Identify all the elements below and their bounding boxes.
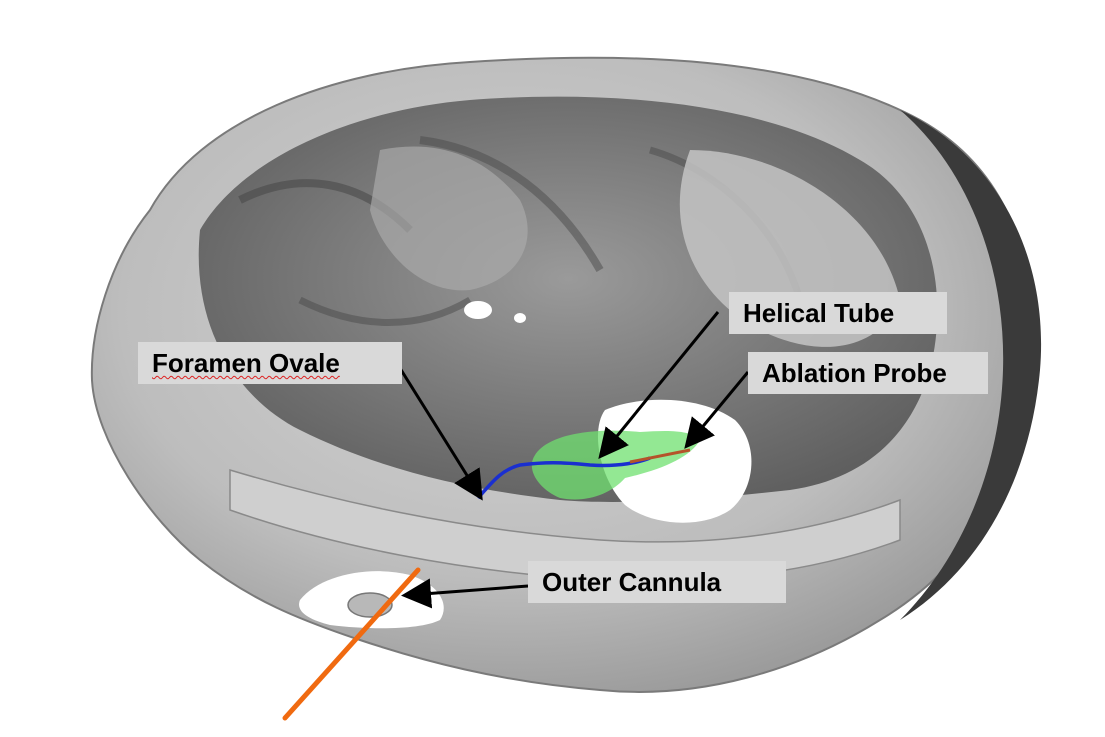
arrow-foramen-ovale	[396, 364, 483, 501]
arrow-ablation-probe	[684, 371, 750, 449]
small-foramen	[514, 313, 526, 323]
foramen-ovale-label: Foramen Ovale	[138, 342, 402, 384]
cranial-ridge	[298, 296, 472, 326]
outer-cannula-needle	[282, 567, 421, 721]
cranial-ridge	[419, 136, 604, 272]
arrow-outer-cannula	[401, 578, 529, 609]
foramen-hole	[464, 301, 492, 319]
skull-right-rim	[900, 110, 1042, 620]
cranial-fossa-light	[370, 146, 528, 291]
sphenoid-ridge	[229, 468, 901, 582]
ablation-probe-path	[629, 448, 691, 464]
arrow-helical-tube	[598, 311, 720, 459]
helical-tube-path	[476, 456, 651, 500]
ablation-probe-label: Ablation Probe	[748, 352, 988, 394]
helical-tube-label: Helical Tube	[729, 292, 947, 334]
outer-cannula-label: Outer Cannula	[528, 561, 786, 603]
foramen-ovale-text: Foramen Ovale	[152, 348, 340, 378]
